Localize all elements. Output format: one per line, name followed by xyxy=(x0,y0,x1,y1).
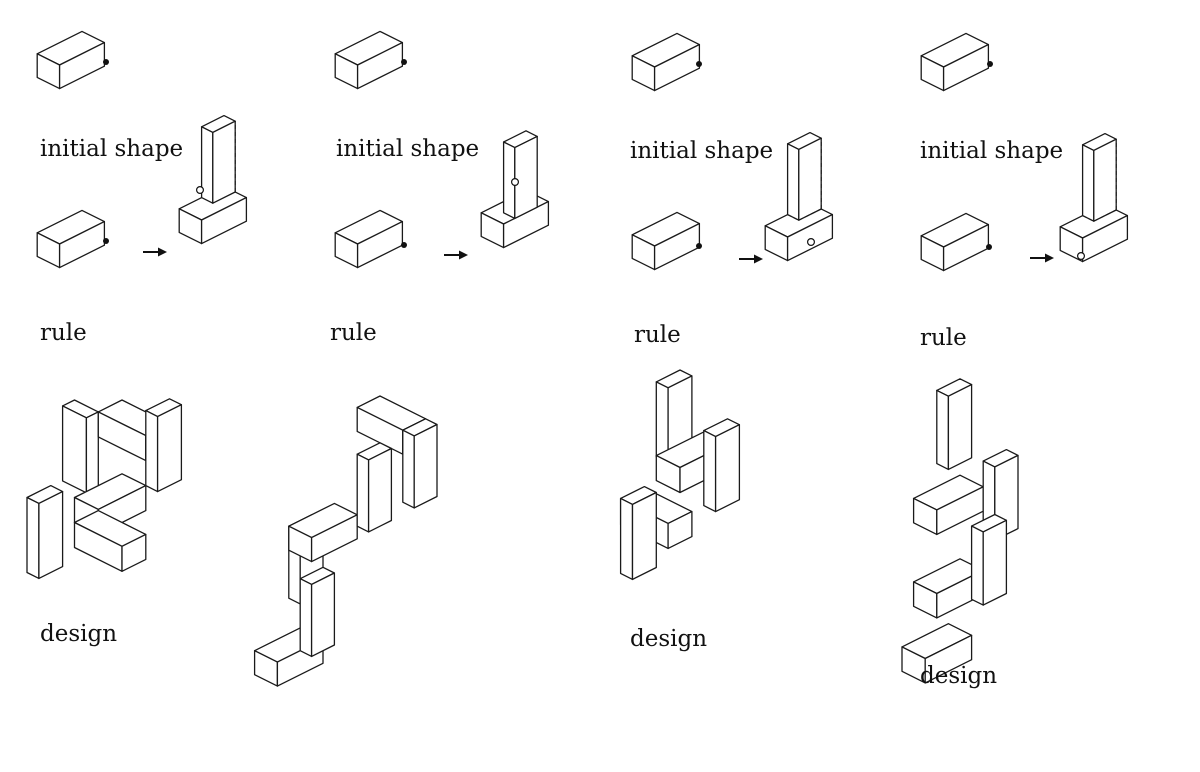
block-14 xyxy=(502,130,538,220)
panel-1-initial-label: initial shape xyxy=(40,136,184,162)
panel-4-rule-left-brick xyxy=(920,212,992,272)
panel-4-initial-marker xyxy=(987,61,993,67)
panel-1-initial-brick xyxy=(36,30,109,90)
panel-1-design xyxy=(26,398,183,580)
block-2 xyxy=(36,209,106,269)
panel-2-rule-left-brick xyxy=(334,209,407,269)
block-35 xyxy=(936,378,973,471)
block-29 xyxy=(703,418,741,513)
block-1 xyxy=(36,30,106,90)
panel-2-design xyxy=(253,395,438,687)
block-5 xyxy=(61,399,99,494)
panel-3-rule-left-brick xyxy=(631,211,702,271)
block-17 xyxy=(253,627,324,687)
panel-4-rule-label: rule xyxy=(920,325,967,351)
panel-3-rule-arrow xyxy=(739,254,763,264)
panel-1-rule-arrow xyxy=(143,247,167,257)
panel-3-initial-label: initial shape xyxy=(630,138,774,164)
block-39 xyxy=(970,513,1008,606)
panel-4-initial-label: initial shape xyxy=(920,138,1064,164)
panel-3-initial-brick xyxy=(631,32,702,92)
block-22 xyxy=(631,32,701,92)
panel-1-rule-marker xyxy=(103,238,109,244)
block-9 xyxy=(145,398,183,493)
panel-2-initial-brick xyxy=(334,30,407,90)
panel-4-design-label: design xyxy=(920,663,998,689)
panel-2-initial-label: initial shape xyxy=(336,136,480,162)
block-7 xyxy=(26,484,64,580)
panel-4-rule-right xyxy=(1059,132,1129,263)
block-25 xyxy=(786,131,822,221)
panel-2-rule-label: rule xyxy=(330,320,377,346)
panel-3-hidden-edges xyxy=(787,138,822,221)
block-11 xyxy=(334,30,404,90)
panel-4-design xyxy=(901,378,1019,684)
panel-4-initial-brick xyxy=(920,32,993,92)
block-30 xyxy=(619,485,657,581)
block-34 xyxy=(1081,132,1117,222)
panel-3-design xyxy=(619,369,741,581)
panel-3-rule-right xyxy=(764,131,834,262)
block-16 xyxy=(288,502,358,563)
panel-4-rule-arrow xyxy=(1030,253,1054,263)
panel-3-rule-marker xyxy=(696,243,702,249)
panel-3-design-label: design xyxy=(630,626,708,652)
block-21 xyxy=(299,566,336,658)
panel-4-rule-marker xyxy=(986,244,992,250)
panel-3-rule-open-marker xyxy=(806,238,815,247)
panel-2-rule-open-marker xyxy=(511,178,520,187)
panel-1-rule-open-marker xyxy=(196,186,205,195)
panel-1-initial-marker xyxy=(103,59,109,65)
block-31 xyxy=(920,32,990,92)
panel-4-hidden-edges xyxy=(1082,139,1117,222)
block-19 xyxy=(356,442,393,533)
panel-3-rule-label: rule xyxy=(634,322,681,348)
block-40 xyxy=(901,623,973,684)
panel-2-rule-arrow xyxy=(444,250,468,260)
panel-4-rule-open-marker xyxy=(1076,252,1085,261)
block-32 xyxy=(920,212,990,272)
block-20 xyxy=(402,418,438,509)
panel-2-initial-marker xyxy=(401,59,407,65)
block-36 xyxy=(912,474,984,536)
panel-2-rule-right xyxy=(480,130,550,249)
panel-2-rule-marker xyxy=(401,242,407,248)
panel-1-rule-label: rule xyxy=(40,320,87,346)
block-12 xyxy=(334,209,404,269)
block-10 xyxy=(73,509,147,572)
panel-1-rule-right xyxy=(178,114,248,245)
block-4 xyxy=(200,114,236,204)
panel-1-design-label: design xyxy=(40,621,118,647)
block-23 xyxy=(631,211,701,271)
panel-3-initial-marker xyxy=(696,61,702,67)
panel-1-rule-left-brick xyxy=(36,209,109,269)
